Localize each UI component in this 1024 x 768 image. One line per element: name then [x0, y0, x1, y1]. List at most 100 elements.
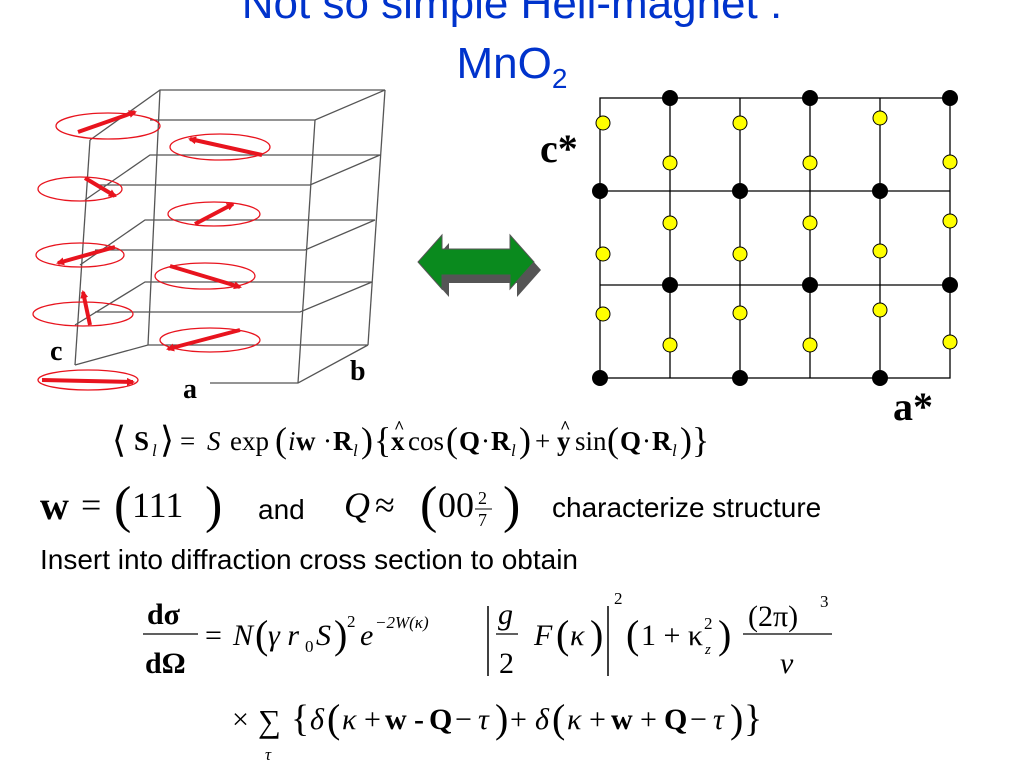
title-mno: MnO: [457, 39, 552, 88]
svg-text:dΩ: dΩ: [145, 647, 186, 680]
svg-text:w: w: [385, 703, 407, 736]
svg-text:−2W(κ): −2W(κ): [375, 613, 429, 632]
spin-arrow: [169, 264, 242, 290]
svg-text:exp: exp: [230, 426, 269, 456]
svg-text:2: 2: [499, 647, 514, 680]
spin-ellipse: [169, 133, 271, 161]
svg-text:): ): [718, 612, 731, 657]
svg-text:2: 2: [614, 589, 623, 608]
svg-text:{: {: [374, 420, 391, 460]
svg-text:⟩: ⟩: [160, 420, 174, 460]
yellow-dot: [595, 115, 611, 131]
svg-text:w: w: [296, 426, 316, 456]
svg-text:): ): [495, 696, 508, 741]
yellow-dot: [732, 246, 748, 262]
svg-text:(: (: [607, 420, 619, 460]
svg-text:l: l: [672, 441, 677, 460]
svg-text:R: R: [652, 426, 672, 456]
svg-text:(: (: [446, 420, 458, 460]
svg-text:×: ×: [232, 703, 249, 736]
text-insert-cross-section: Insert into diffraction cross section to…: [40, 544, 578, 575]
slide-title-line1: Not so simple Heli-magnet :: [242, 0, 782, 28]
svg-text:S: S: [207, 426, 221, 456]
spin-arrow: [194, 202, 235, 226]
svg-text:(: (: [556, 612, 569, 657]
spin-ellipse: [159, 327, 261, 353]
yellow-dot: [662, 337, 678, 353]
spin-arrow: [188, 136, 263, 157]
svg-text:y: y: [557, 426, 571, 456]
svg-text:+: +: [364, 703, 381, 736]
svg-text:⟨: ⟨: [112, 420, 126, 460]
black-dot: [802, 90, 818, 106]
svg-text:δ: δ: [310, 703, 325, 736]
svg-text:N: N: [232, 619, 255, 652]
yellow-dot: [872, 110, 888, 126]
svg-text:{: {: [291, 698, 309, 740]
svg-text:κ: κ: [342, 703, 357, 736]
black-dot: [942, 277, 958, 293]
helimagnet-lattice-diagram: [74, 89, 386, 384]
svg-text:w: w: [40, 483, 69, 528]
svg-text:−: −: [455, 703, 472, 736]
svg-text:111: 111: [132, 485, 183, 525]
black-dot: [802, 277, 818, 293]
equation-spin-expectation: ⟨ S l ⟩ = S exp ( i w · R l ) { x ^ cos …: [112, 417, 709, 460]
spin-ellipse: [37, 369, 139, 391]
yellow-dot: [595, 306, 611, 322]
svg-text:S: S: [134, 426, 149, 456]
svg-text:l: l: [152, 441, 157, 460]
yellow-dot: [595, 246, 611, 262]
svg-text:): ): [519, 420, 531, 460]
svg-text:2: 2: [704, 614, 713, 633]
black-dot: [732, 183, 748, 199]
spin-ellipse: [35, 242, 125, 268]
svg-text:R: R: [333, 426, 353, 456]
black-dot: [592, 370, 608, 386]
yellow-dot: [802, 215, 818, 231]
svg-text:w: w: [611, 703, 633, 736]
spin-ellipse: [37, 176, 123, 202]
axis-label-a: a: [183, 374, 197, 405]
yellow-dot: [732, 115, 748, 131]
yellow-dot: [802, 155, 818, 171]
yellow-dot: [732, 305, 748, 321]
svg-text:}: }: [692, 420, 709, 460]
black-dot: [662, 277, 678, 293]
svg-text:^: ^: [394, 417, 404, 437]
svg-text:2: 2: [347, 612, 356, 631]
svg-text:): ): [590, 612, 603, 657]
svg-text:-: -: [414, 703, 424, 736]
svg-text:∑: ∑: [258, 703, 281, 739]
yellow-dot: [872, 243, 888, 259]
svg-text:=: =: [205, 619, 222, 652]
magnetic-satellites: [595, 110, 958, 353]
equation-cross-section: dσ dΩ = N ( γ r 0 S ) 2 e −2W(κ) g 2 F (…: [143, 589, 832, 680]
svg-text:dσ: dσ: [147, 598, 181, 631]
spin-arrow: [80, 290, 92, 326]
svg-text:z: z: [704, 642, 711, 658]
black-dot: [872, 370, 888, 386]
svg-text:cos: cos: [408, 426, 444, 456]
spin-arrow: [56, 245, 116, 266]
text-characterize-structure: characterize structure: [552, 492, 821, 523]
svg-text:=: =: [81, 485, 101, 525]
axis-label-c: c: [50, 336, 62, 367]
yellow-dot: [802, 337, 818, 353]
axis-label-a-star: a*: [893, 384, 933, 429]
svg-text:F: F: [533, 619, 553, 652]
black-dot: [732, 370, 748, 386]
svg-text:): ): [205, 477, 222, 534]
text-and: and: [258, 494, 305, 525]
svg-text:(: (: [255, 612, 268, 657]
yellow-dot: [872, 302, 888, 318]
svg-text:κ: κ: [570, 619, 585, 652]
svg-text:00: 00: [438, 485, 474, 525]
svg-text:): ): [730, 696, 743, 741]
svg-text:sin: sin: [575, 426, 607, 456]
svg-text:(: (: [275, 420, 287, 460]
svg-text:S: S: [316, 619, 331, 652]
svg-text:): ): [503, 477, 520, 534]
fourier-double-arrow: [417, 233, 541, 297]
svg-text:3: 3: [820, 592, 829, 611]
